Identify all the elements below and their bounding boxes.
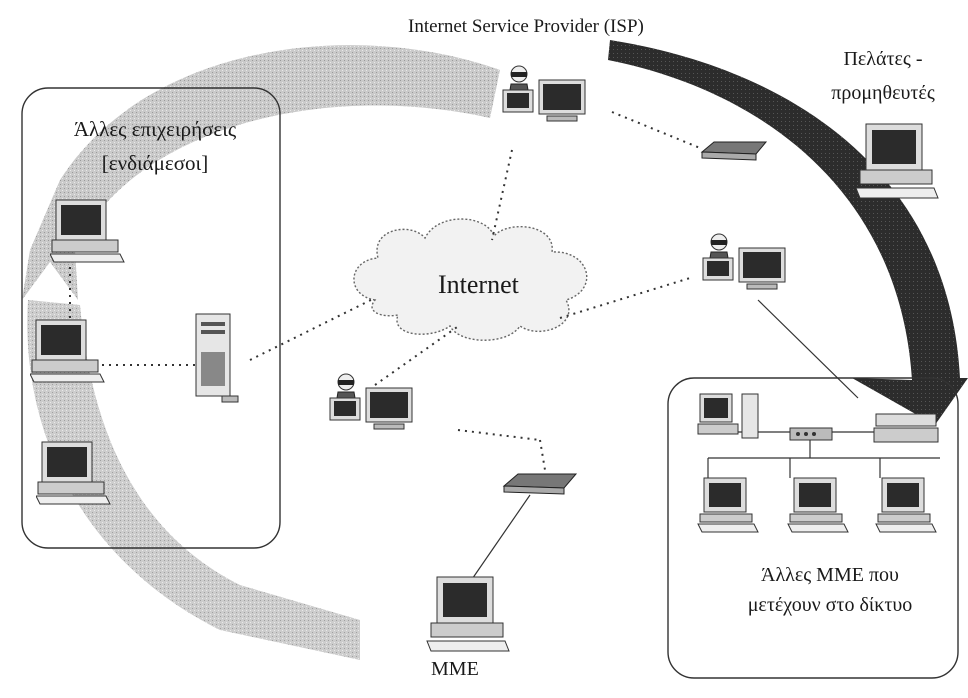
user-workstation-icon (329, 373, 413, 430)
intermediaries-box (21, 87, 281, 549)
isp-label: Internet Service Provider (ISP) (408, 16, 644, 37)
solid-links (467, 299, 940, 586)
cloud-icon (353, 218, 588, 341)
sme-network-label-line1: Άλλες ΜΜΕ που (761, 564, 899, 586)
user-workstation-icon (502, 65, 586, 122)
computer-icon (697, 477, 759, 533)
computer-icon (30, 319, 105, 383)
clients-label-line1: Πελάτες - (843, 48, 923, 70)
dotted-links (69, 111, 701, 471)
clients-suppliers-label: Πελάτες - προμηθευτές (808, 42, 958, 110)
sme-network-label-line2: μετέχουν στο δίκτυο (747, 594, 913, 616)
flow-arrow-light (22, 45, 500, 300)
sme-label: ΜΜΕ (431, 658, 479, 680)
computer-icon (426, 576, 510, 652)
network-hub-icon (789, 427, 833, 441)
computer-icon (875, 477, 937, 533)
computer-icon (36, 441, 111, 505)
intermediaries-label: Άλλες επιχειρήσεις [ενδιάμεσοι] (30, 112, 280, 180)
server-tower-icon (195, 313, 239, 403)
modem-icon (873, 413, 939, 443)
user-workstation-icon (702, 233, 786, 290)
modem-icon (700, 141, 768, 161)
computer-icon (856, 123, 939, 199)
intermediaries-label-line1: Άλλες επιχειρήσεις (73, 117, 237, 141)
computer-icon (697, 393, 759, 439)
modem-icon (502, 473, 578, 495)
computer-icon (787, 477, 849, 533)
intermediaries-label-line2: [ενδιάμεσοι] (101, 151, 209, 175)
clients-label-line2: προμηθευτές (831, 82, 935, 104)
internet-label: Internet (438, 270, 519, 299)
sme-network-box (667, 377, 959, 679)
computer-icon (50, 199, 125, 263)
flow-arrow-dark (608, 40, 968, 425)
sme-network-label: Άλλες ΜΜΕ που μετέχουν στο δίκτυο (700, 560, 960, 620)
